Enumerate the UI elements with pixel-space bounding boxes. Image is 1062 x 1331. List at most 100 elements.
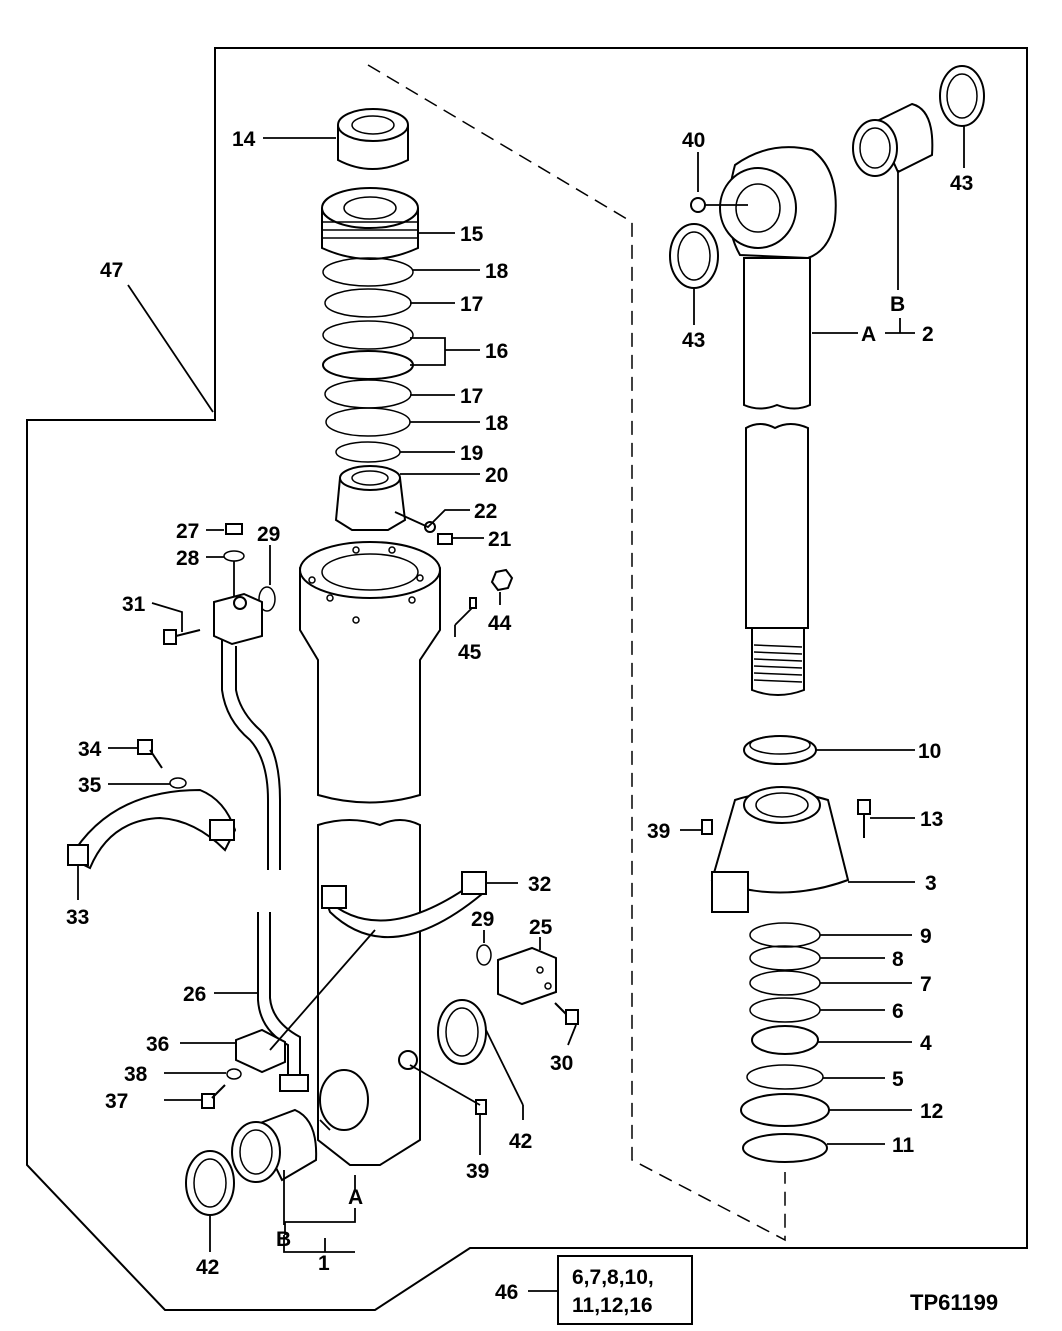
rod-end-eye [719, 146, 837, 260]
screw-30-icon [554, 1002, 579, 1025]
assembly-boundary [26, 47, 1028, 1311]
letter-a-rod: A [861, 323, 876, 346]
dust-seal-42-right-icon [437, 999, 487, 1065]
o-ring-28-icon [223, 550, 245, 562]
washer-38-icon [226, 1068, 242, 1080]
callout-11: 11 [892, 1134, 915, 1157]
callout-26: 26 [183, 983, 206, 1006]
dashed-divider [367, 64, 786, 1242]
callout-43-upper: 43 [950, 172, 973, 195]
callout-29-upper: 29 [257, 523, 280, 546]
pin-45-icon [469, 597, 477, 609]
callout-39-tube: 39 [466, 1160, 489, 1183]
bushing-rod-icon [852, 102, 934, 177]
kit-reference-box [557, 1255, 693, 1325]
piston-seal-stack [740, 922, 830, 1163]
o-ring-29-lower-icon [476, 944, 492, 966]
dust-seal-42-left-icon [185, 1150, 235, 1216]
callout-31: 31 [122, 593, 146, 616]
letter-a-tube: A [348, 1186, 363, 1209]
figure-id: TP61199 [910, 1290, 998, 1315]
callout-25: 25 [529, 916, 553, 939]
wear-ring-10-icon [743, 735, 817, 765]
callout-labels: 14 15 18 17 16 17 18 19 20 22 21 27 28 2… [66, 128, 998, 1317]
callout-7: 7 [920, 973, 932, 996]
leader-lines [77, 126, 965, 1292]
callout-35: 35 [78, 774, 102, 797]
callout-33: 33 [66, 906, 89, 929]
callout-12: 12 [920, 1100, 943, 1123]
ball-22-icon [424, 521, 436, 533]
callout-22: 22 [474, 500, 497, 523]
clamp-32 [321, 871, 487, 939]
callout-44: 44 [488, 612, 512, 635]
callout-36: 36 [146, 1033, 169, 1056]
o-ring-29-upper-icon [258, 586, 276, 612]
grease-fitting-40-icon [690, 197, 748, 213]
callout-5: 5 [892, 1068, 904, 1091]
manifold-block-25 [497, 946, 557, 1006]
kit-reference-line1: 6,7,8,10, [572, 1266, 654, 1289]
callout-2: 2 [922, 323, 934, 346]
callout-19: 19 [460, 442, 483, 465]
cylinder-head-15 [321, 187, 419, 260]
callout-17-upper: 17 [460, 293, 483, 316]
callout-3: 3 [925, 872, 937, 895]
set-screw-21-icon [437, 533, 453, 545]
callout-13: 13 [920, 808, 943, 831]
grease-fitting-39-rod-icon [701, 819, 713, 835]
piston-rod [743, 257, 811, 696]
bolt-31-icon [163, 629, 201, 645]
callout-40: 40 [682, 129, 705, 152]
callout-14: 14 [232, 128, 256, 151]
callout-38: 38 [124, 1063, 148, 1086]
grease-fitting-39-tube-icon [475, 1099, 487, 1115]
bracket-36 [235, 1028, 286, 1074]
nut-44-icon [490, 568, 514, 592]
socket-screw-13-icon [857, 799, 871, 838]
kit-reference-line2: 11,12,16 [572, 1294, 653, 1317]
callout-32: 32 [528, 873, 551, 896]
washer-35-icon [169, 777, 187, 789]
callout-17-lower: 17 [460, 385, 483, 408]
head-seal-stack [322, 257, 414, 463]
callout-18-upper: 18 [485, 260, 509, 283]
plug-27-icon [225, 523, 243, 535]
letter-b-rod: B [890, 293, 905, 316]
callout-1: 1 [318, 1252, 330, 1275]
callout-18-lower: 18 [485, 412, 509, 435]
callout-46: 46 [495, 1281, 518, 1304]
callout-37: 37 [105, 1090, 128, 1113]
callout-42-left: 42 [196, 1256, 219, 1279]
clamp-33 [67, 788, 237, 870]
callout-20: 20 [485, 464, 508, 487]
callout-8: 8 [892, 948, 904, 971]
callout-39-rod: 39 [647, 820, 670, 843]
dust-seal-upper-icon [939, 65, 985, 127]
callout-28: 28 [176, 547, 200, 570]
callout-27: 27 [176, 520, 199, 543]
callout-42-right: 42 [509, 1130, 532, 1153]
pipe-26 [257, 912, 309, 1092]
callout-9: 9 [920, 925, 932, 948]
callout-29-lower: 29 [471, 908, 494, 931]
callout-21: 21 [488, 528, 512, 551]
piston-nut-20 [334, 465, 407, 531]
callout-10: 10 [918, 740, 941, 763]
bolt-34-icon [137, 739, 163, 769]
callout-15: 15 [460, 223, 484, 246]
callout-6: 6 [892, 1000, 904, 1023]
bushing-tube-icon [231, 1108, 318, 1183]
callout-30: 30 [550, 1052, 573, 1075]
callout-16: 16 [485, 340, 508, 363]
manifold-block-upper [213, 592, 281, 870]
callout-43-lower: 43 [682, 329, 705, 352]
callout-45: 45 [458, 641, 482, 664]
dust-seal-lower-icon [669, 223, 719, 289]
letter-b-tube: B [276, 1228, 291, 1251]
cap-14-icon [337, 108, 409, 170]
callout-34: 34 [78, 738, 102, 761]
cylinder-tube [299, 541, 441, 1166]
callout-47: 47 [100, 259, 123, 282]
